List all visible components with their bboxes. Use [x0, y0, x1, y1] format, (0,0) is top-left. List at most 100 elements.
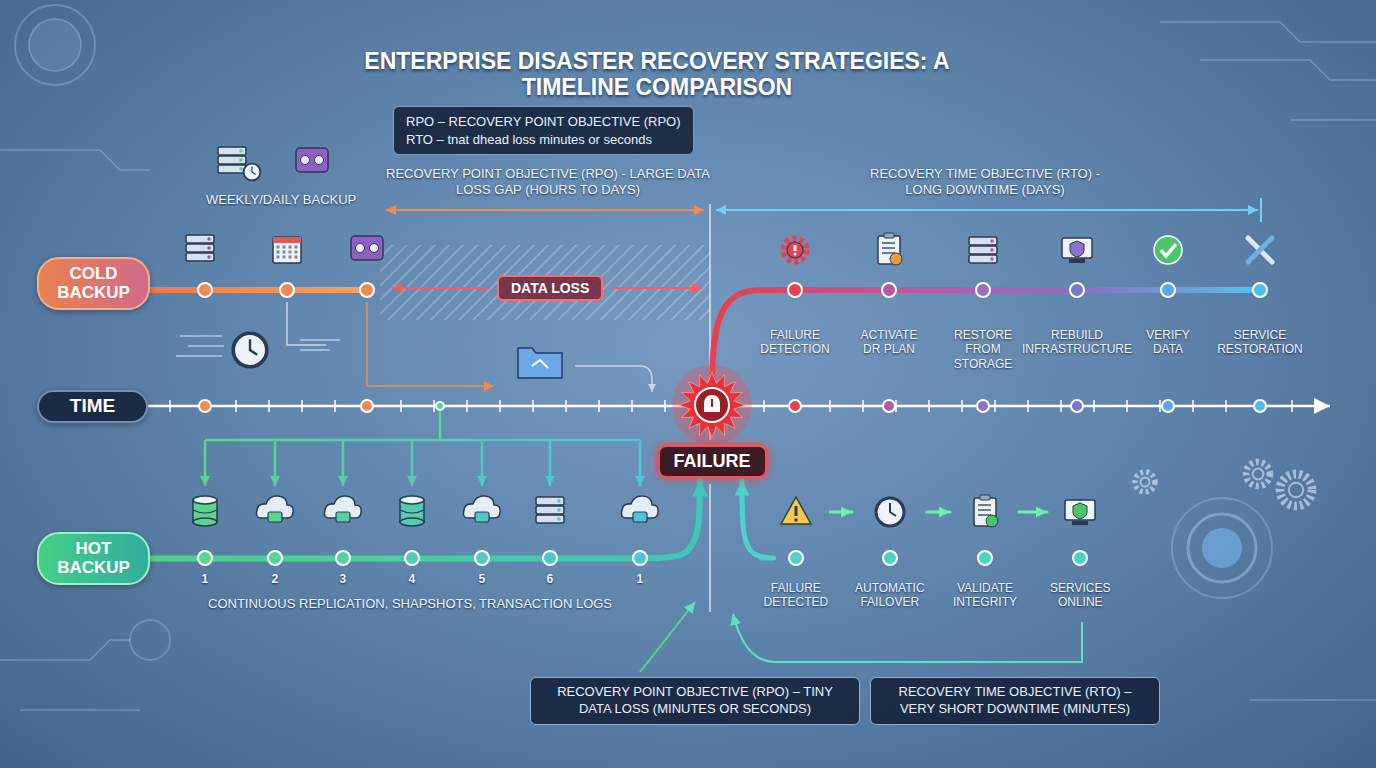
check-circle	[1154, 236, 1182, 264]
step-label: RESTORE FROM STORAGE	[952, 328, 1014, 371]
axis-tick	[565, 400, 567, 412]
tape-reel	[301, 156, 310, 165]
circuit-line	[0, 640, 130, 660]
note-box: RPO – RECOVERY POINT OBJECTIVE (RPO)RTO …	[393, 106, 694, 155]
check-mark	[1161, 244, 1176, 256]
clipboard-badge	[890, 253, 902, 265]
annotation: WEEKLY/DAILY BACKUP	[206, 192, 356, 208]
tape-body	[296, 148, 328, 172]
server-led	[557, 508, 561, 512]
annotation: CONTINUOUS REPLICATION, SHAPSHOTS, TRANS…	[208, 596, 612, 612]
replication-arrow	[411, 440, 414, 486]
server-led	[990, 257, 994, 261]
leader-line	[367, 302, 494, 386]
server-led	[239, 158, 243, 162]
data-loss-hatch	[380, 245, 710, 320]
db-ring	[193, 510, 217, 513]
axis-tick	[664, 400, 666, 412]
calendar-body	[273, 237, 301, 263]
timeline-dot	[198, 551, 212, 565]
cold-backup-line	[150, 287, 370, 293]
timeline-dot	[199, 400, 211, 412]
rpo-bracket	[386, 209, 704, 211]
node-text: RPO – RECOVERY POINT OBJECTIVE (RPO)	[406, 113, 681, 131]
axis-tick	[1060, 400, 1062, 412]
node-text: RECOVERY POINT OBJECTIVE (RPO) – TINY DA…	[543, 684, 847, 718]
monitor-badge	[1070, 241, 1084, 257]
axis-tick	[928, 400, 930, 412]
calendar-cell	[283, 246, 286, 249]
alarm-light	[704, 395, 720, 412]
strategy-pill: HOT BACKUP	[37, 532, 150, 585]
diagram-title: ENTERPRISE DISASTER RECOVERY STRATEGIES:…	[332, 48, 982, 101]
server-unit	[218, 165, 246, 173]
step-label: SERVICE RESTORATION	[1215, 328, 1305, 357]
timeline-dot	[882, 283, 896, 297]
axis-tick	[1192, 400, 1194, 412]
data-loss-box: DATA LOSS	[497, 275, 603, 301]
gap-arrow	[392, 287, 490, 289]
calendar-cell	[277, 246, 280, 249]
replication-arrow	[204, 440, 207, 486]
node-text: RECOVERY TIME OBJECTIVE (RTO) – VERY SHO…	[883, 684, 1147, 718]
tape-reel	[356, 244, 365, 253]
axis-tick	[1126, 400, 1128, 412]
leader-line	[733, 614, 1082, 662]
timeline-dot	[883, 551, 897, 565]
circuit-line	[1290, 119, 1376, 121]
server-unit	[186, 244, 214, 252]
server-led	[207, 246, 211, 250]
tech-ring	[15, 5, 95, 85]
clipboard-line	[978, 509, 991, 510]
node-text: SERVICES ONLINE	[1050, 582, 1110, 610]
leader-line	[287, 302, 326, 345]
strategy-pill: COLD BACKUP	[37, 257, 150, 310]
timeline-dot	[1073, 551, 1087, 565]
axis-tick	[466, 400, 468, 412]
axis-tick	[1225, 400, 1227, 412]
axis-tick	[631, 400, 633, 412]
calendar-cell	[295, 246, 298, 249]
timeline-dot	[788, 283, 802, 297]
axis-tick	[1159, 400, 1161, 412]
timeline-dot	[1161, 283, 1175, 297]
clock-icon	[233, 333, 267, 367]
replication-arrow	[274, 440, 277, 486]
callout-number: 3	[340, 572, 347, 586]
server-unit	[969, 255, 997, 263]
callout-number: 2	[272, 572, 279, 586]
tech-ring	[1188, 514, 1256, 582]
circuit-line	[1160, 22, 1376, 42]
timeline-dot	[1162, 400, 1174, 412]
axis-tick	[301, 400, 303, 412]
db-top	[193, 496, 217, 504]
monitor-screen	[1062, 238, 1092, 258]
axis-tick	[499, 400, 501, 412]
server-led	[207, 255, 211, 259]
axis-tick	[400, 400, 402, 412]
check-icon	[1154, 236, 1182, 264]
server-icon	[536, 497, 564, 523]
timeline-dot	[280, 283, 294, 297]
cal-icon	[273, 237, 301, 263]
clock-hands	[250, 339, 257, 355]
server-icon	[186, 235, 214, 261]
replication-arrow	[549, 440, 552, 486]
axis-tick	[598, 400, 600, 412]
node-text: VALIDATE INTEGRITY	[953, 582, 1017, 610]
timeline-dot	[789, 400, 801, 412]
speed-line	[176, 355, 222, 357]
server-unit	[969, 246, 997, 254]
calendar-cell	[289, 246, 292, 249]
monitor-stand	[1069, 259, 1085, 263]
folder-shape	[518, 348, 562, 378]
clock-icon	[244, 164, 261, 181]
server-led	[990, 239, 994, 243]
leader-line	[575, 366, 652, 392]
gap-arrow	[612, 287, 702, 289]
warning-mark	[795, 506, 798, 516]
timeline-dot	[978, 551, 992, 565]
cloud-store	[633, 512, 647, 522]
axis-tick	[961, 400, 963, 412]
replication-arrow	[481, 440, 484, 486]
